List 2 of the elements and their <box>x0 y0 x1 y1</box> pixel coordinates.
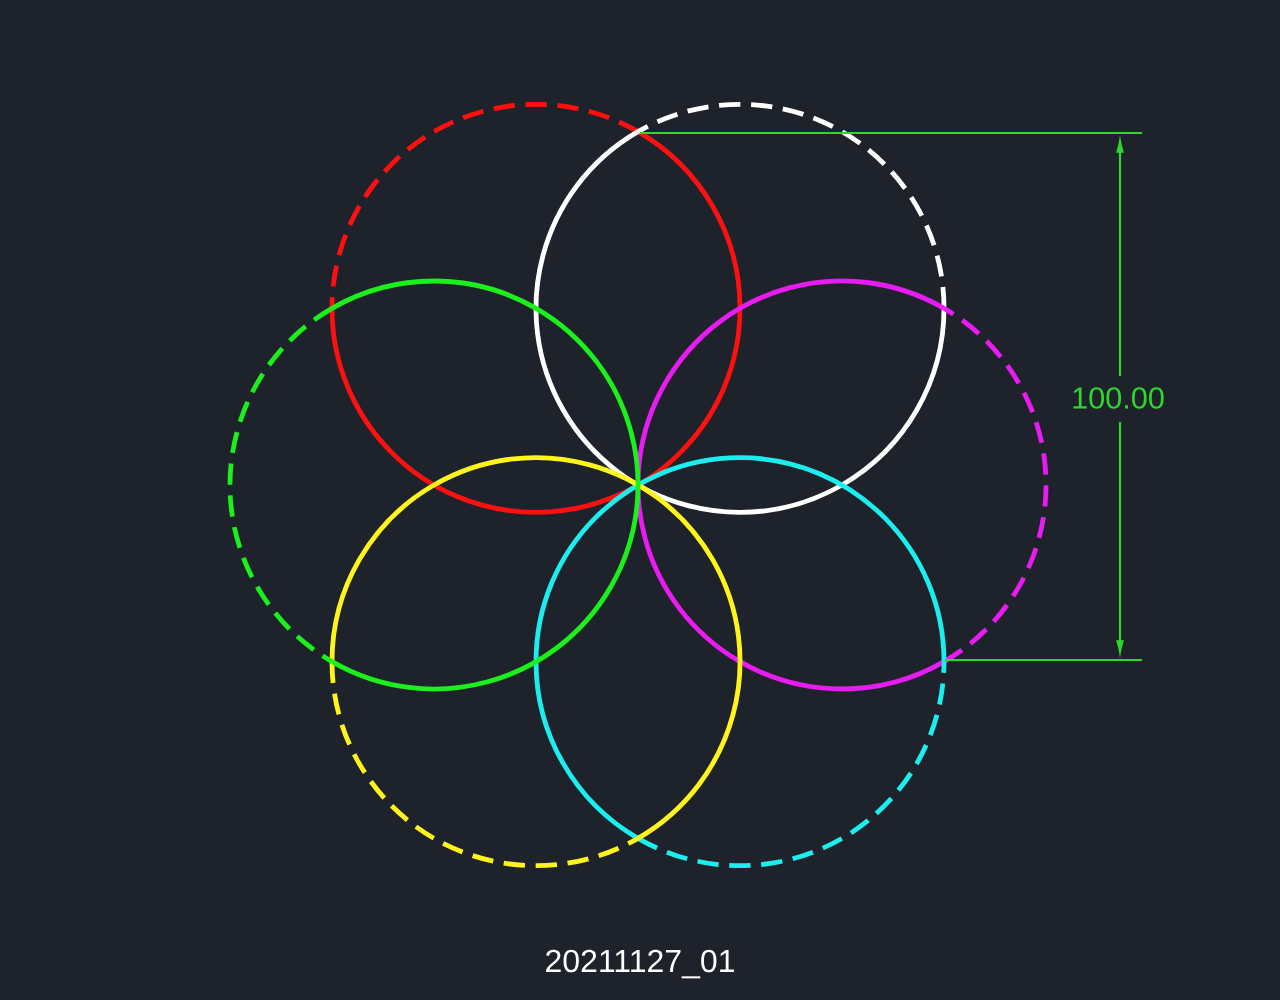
dimension-text: 100.00 <box>1073 387 1164 409</box>
drawing-number: 20211127_01 <box>546 949 734 979</box>
